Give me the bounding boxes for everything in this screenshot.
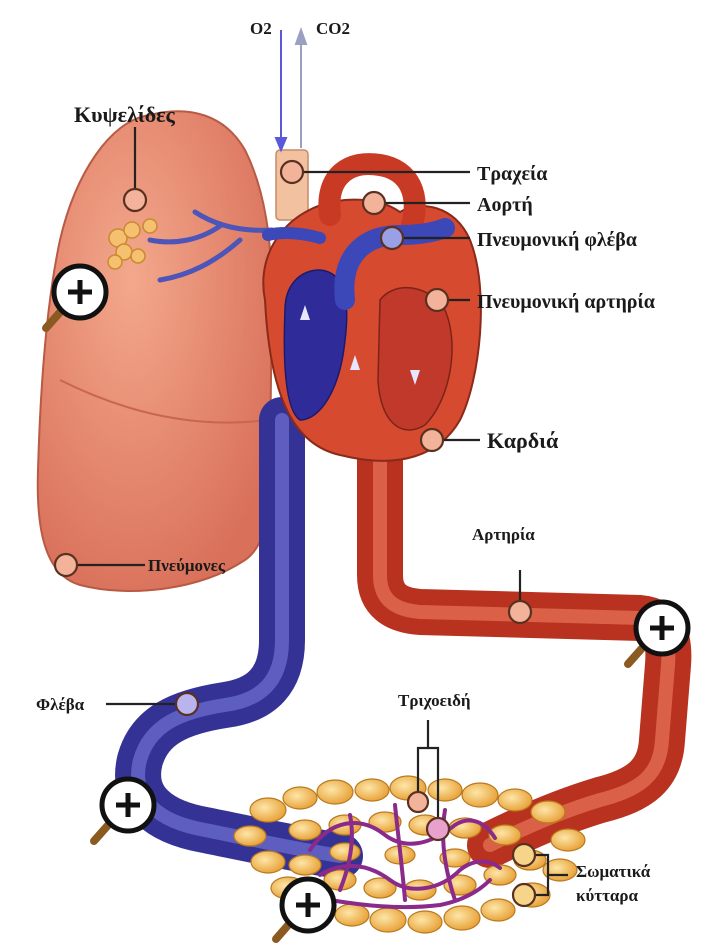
label-artery: Αρτηρία bbox=[472, 525, 535, 544]
marker-pulmonary-artery bbox=[426, 289, 448, 311]
marker-alveoli bbox=[124, 189, 146, 211]
label-body-cells-line2: κύτταρα bbox=[576, 886, 639, 905]
marker-artery bbox=[509, 601, 531, 623]
label-o2: O2 bbox=[250, 19, 272, 38]
marker-pulmonary-vein bbox=[381, 227, 403, 249]
marker-vein bbox=[176, 693, 198, 715]
marker-trachea bbox=[281, 161, 303, 183]
label-vein: Φλέβα bbox=[36, 695, 85, 714]
label-heart: Καρδιά bbox=[487, 428, 559, 453]
label-lungs: Πνεύμονες bbox=[148, 556, 226, 575]
marker-capillary-2 bbox=[427, 818, 449, 840]
marker-cell-2 bbox=[513, 884, 535, 906]
marker-capillary-1 bbox=[408, 792, 428, 812]
marker-cell-1 bbox=[513, 844, 535, 866]
label-pulmonary-vein: Πνευμονική φλέβα bbox=[477, 229, 637, 251]
label-capillaries: Τριχοειδή bbox=[398, 691, 471, 710]
co2-arrow bbox=[296, 30, 306, 148]
marker-aorta bbox=[363, 192, 385, 214]
label-alveoli: Κυψελίδες bbox=[74, 102, 176, 127]
label-co2: CO2 bbox=[316, 19, 350, 38]
lung bbox=[38, 111, 272, 591]
label-aorta: Αορτή bbox=[477, 194, 533, 216]
marker-heart bbox=[421, 429, 443, 451]
magnifier-plus-icon bbox=[94, 779, 154, 841]
label-pulmonary-artery: Πνευμονική αρτηρία bbox=[477, 291, 655, 313]
marker-lungs bbox=[55, 554, 77, 576]
o2-arrow bbox=[276, 30, 286, 150]
label-trachea: Τραχεία bbox=[477, 163, 547, 185]
label-body-cells-line1: Σωματικά bbox=[576, 862, 651, 881]
